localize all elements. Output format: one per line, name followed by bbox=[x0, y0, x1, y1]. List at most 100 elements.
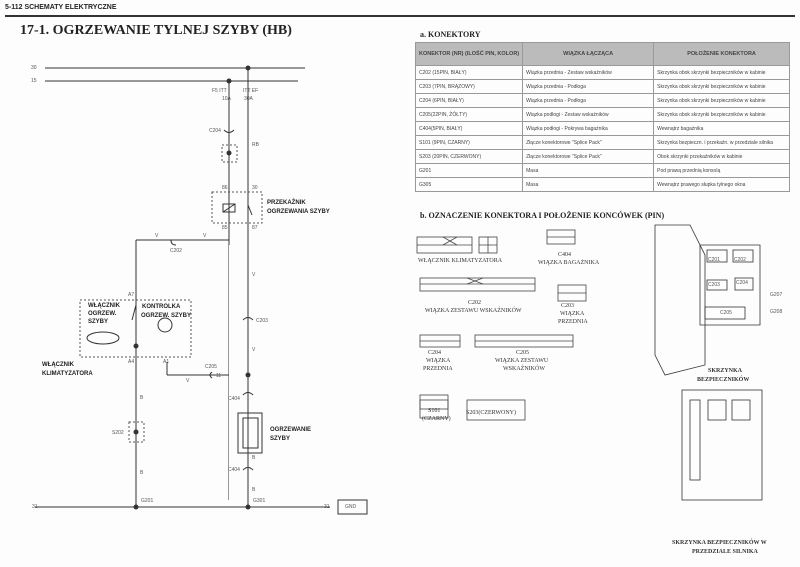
fuse-box-caption-2: BEZPIECZNIKÓW bbox=[697, 377, 750, 383]
heater-label-2: SZYBY bbox=[270, 436, 291, 442]
caption: C204 bbox=[428, 350, 442, 356]
ac-switch-label-2: KLIMATYZATORA bbox=[42, 371, 93, 377]
caption: S101 bbox=[428, 408, 441, 414]
connector-label: C404 bbox=[228, 396, 240, 402]
rail-30-label: 30 bbox=[31, 65, 37, 71]
caption: WSKAŹNIKÓW bbox=[503, 366, 545, 372]
connector-label: C201 bbox=[708, 257, 720, 263]
engine-fuse-box-caption-2: PRZEDZIALE SILNIKA bbox=[692, 549, 758, 555]
caption: C205 bbox=[516, 350, 530, 356]
table-cell: Obok skrzynki przekaźników w kabinie bbox=[653, 149, 790, 164]
table-cell: Skrzynka obok skrzynki bezpieczników w k… bbox=[653, 79, 790, 94]
table-cell: Wiązka podłogi - Zestaw wskaźników bbox=[522, 107, 655, 122]
rail-31-right-label: 31 bbox=[324, 504, 330, 510]
table-cell: C202 (15PIN, BIAŁY) bbox=[414, 65, 524, 80]
column-header: POŁOŻENIE KONEKTORA bbox=[653, 42, 790, 66]
engine-fuse-box-caption: SKRZYNKA BEZPIECZNIKÓW W bbox=[672, 540, 767, 546]
relay-label: PRZEKAŹNIK bbox=[267, 200, 306, 206]
table-row: C205(22PIN, ŻÓŁTY)Wiązka podłogi - Zesta… bbox=[414, 107, 790, 122]
table-cell: S101 (9PIN, CZARNY) bbox=[414, 135, 524, 150]
table-cell: Skrzynka bezpieczn. i przekaźn. w przedz… bbox=[653, 135, 790, 150]
caption: S203(CZERWONY) bbox=[466, 410, 516, 416]
pin-label: 86 bbox=[222, 185, 228, 191]
relay-label-2: OGRZEWANIA SZYBY bbox=[267, 209, 330, 215]
splice-label: S202 bbox=[112, 430, 124, 436]
header-rule bbox=[5, 15, 795, 17]
pin-label: 11 bbox=[216, 373, 222, 379]
connector-label: C205 bbox=[720, 310, 732, 316]
ground-label: G201 bbox=[141, 498, 154, 504]
switch-label-3: SZYBY bbox=[88, 319, 109, 325]
fuse-rating: 30A bbox=[244, 96, 253, 102]
caption: PRZEDNIA bbox=[558, 319, 588, 325]
table-row: S203 (20PIN, CZERWONY)Złącze konektorowe… bbox=[414, 149, 790, 164]
pin-label: A4 bbox=[128, 359, 135, 365]
table-row: C203 (7PIN, BRĄZOWY)Wiązka przednia - Po… bbox=[414, 79, 790, 94]
table-cell: Złącze konektorowe "Splice Pack" bbox=[522, 135, 655, 150]
caption: WIĄZKA BAGAŻNIKA bbox=[538, 260, 600, 266]
column-header: KONEKTOR (NR) (ILOŚĆ PIN, KOLOR) bbox=[414, 42, 524, 66]
connector-label: C203 bbox=[256, 318, 268, 324]
connector-label: C204 bbox=[736, 280, 748, 286]
connector-table: KONEKTOR (NR) (ILOŚĆ PIN, KOLOR) WIĄZKA … bbox=[414, 42, 790, 192]
table-cell: C404(5PIN, BIAŁY) bbox=[414, 121, 524, 136]
caption: WIĄZKA ZESTAWU bbox=[495, 358, 549, 364]
connector-label: C203 bbox=[708, 282, 720, 288]
indicator-label-2: OGRZEW. SZYBY bbox=[141, 313, 192, 319]
wire-color-label: B bbox=[140, 470, 144, 476]
column-header: WIĄZKA ŁĄCZĄCA bbox=[522, 42, 655, 66]
wire-color-label: RB bbox=[252, 142, 259, 148]
table-cell: Skrzynka obok skrzynki bezpieczników w k… bbox=[653, 107, 790, 122]
table-cell: Masa bbox=[522, 177, 655, 192]
table-row: S101 (9PIN, CZARNY)Złącze konektorowe "S… bbox=[414, 135, 790, 150]
connector-pin-diagrams bbox=[416, 229, 587, 421]
table-cell: G201 bbox=[414, 163, 524, 178]
caption: PRZEDNIA bbox=[423, 366, 453, 372]
table-row: C404(5PIN, BIAŁY)Wiązka podłogi - Pokryw… bbox=[414, 121, 790, 136]
wire-color-label: V bbox=[252, 347, 256, 353]
indicator-label: KONTROLKA bbox=[142, 304, 181, 310]
rail-31-label: 31 bbox=[32, 504, 38, 510]
section-b-title: b. OZNACZENIE KONEKTORA I POŁOŻENIE KONC… bbox=[420, 211, 665, 220]
table-cell: Złącze konektorowe "Splice Pack" bbox=[522, 149, 655, 164]
connector-label: C404 bbox=[228, 467, 240, 473]
table-cell: Skrzynka obok skrzynki bezpieczników w k… bbox=[653, 65, 790, 80]
caption: C202 bbox=[468, 300, 482, 306]
caption: (CZARNY) bbox=[422, 416, 451, 422]
table-cell: Wiązka przednia - Zestaw wskaźników bbox=[522, 65, 655, 80]
connector-label: C204 bbox=[209, 128, 221, 134]
caption: C404 bbox=[558, 252, 572, 258]
ground-label: G207 bbox=[770, 292, 783, 298]
connector-label: C202 bbox=[170, 248, 182, 254]
page-header: 5-112 SCHEMATY ELEKTRYCZNE bbox=[5, 4, 117, 11]
wire-color-label: V bbox=[186, 378, 190, 384]
fuse-rating: 10A bbox=[222, 96, 231, 102]
wire-color-label: B bbox=[252, 455, 256, 461]
caption: WIĄZKA ZESTAWU WSKAŹNIKÓW bbox=[425, 308, 522, 314]
pin-label: 87 bbox=[252, 225, 258, 231]
caption: WŁĄCZNIK KLIMATYZATORA bbox=[418, 258, 503, 264]
table-cell: Wiązka podłogi - Pokrywa bagażnika bbox=[522, 121, 655, 136]
switch-label: WŁĄCZNIK bbox=[88, 303, 120, 309]
caption: C203 bbox=[561, 303, 575, 309]
fuse-box-caption: SKRZYNKA bbox=[708, 368, 743, 374]
section-a-title: a. KONEKTORY bbox=[420, 30, 481, 39]
wire-color-label: V bbox=[252, 272, 256, 278]
fuse-label: F5 ITT bbox=[212, 88, 227, 94]
pin-label: A1 bbox=[163, 359, 170, 365]
table-cell: Pod prawą przednią konsolą bbox=[653, 163, 790, 178]
table-cell: Wiązka przednia - Podłoga bbox=[522, 93, 655, 108]
pin-label: 85 bbox=[222, 225, 228, 231]
fuse-box-illustrations bbox=[654, 224, 763, 501]
table-cell: G305 bbox=[414, 177, 524, 192]
wire-color-label: V bbox=[203, 233, 207, 239]
table-cell: C205(22PIN, ŻÓŁTY) bbox=[414, 107, 524, 122]
rail-15-label: 15 bbox=[31, 78, 37, 84]
table-cell: C204 (6PIN, BIAŁY) bbox=[414, 93, 524, 108]
table-cell: Wiązka przednia - Podłoga bbox=[522, 79, 655, 94]
table-cell: Skrzynka obok skrzynki bezpieczników w k… bbox=[653, 93, 790, 108]
wire-color-label: B bbox=[252, 487, 256, 493]
